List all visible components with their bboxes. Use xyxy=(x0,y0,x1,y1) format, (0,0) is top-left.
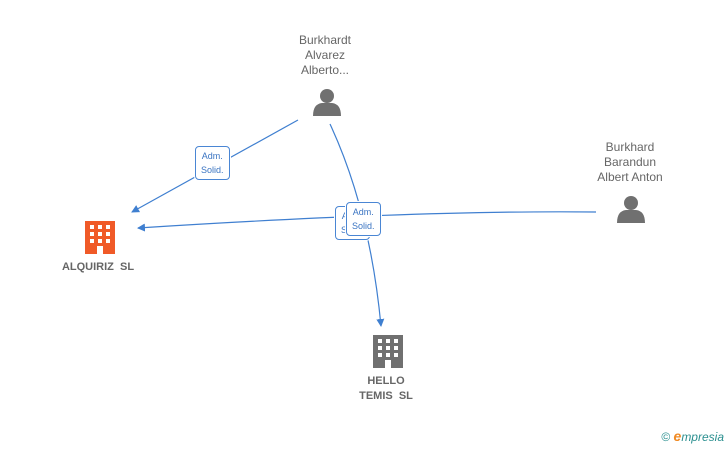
edge-barandun-to-alquiriz xyxy=(137,211,597,232)
brand-logo-text: mpresia xyxy=(681,430,724,444)
edge-label-line: Solid. xyxy=(352,221,375,231)
node-label-alquiriz[interactable]: ALQUIRIZ SL xyxy=(40,260,156,275)
building-icon[interactable] xyxy=(373,335,403,368)
copyright-symbol: © xyxy=(661,430,671,444)
node-label-line: Alvarez xyxy=(304,48,345,62)
node-label-line: Burkhardt xyxy=(298,33,352,47)
node-label-burkhard-barandun[interactable]: Burkhard Barandun Albert Anton xyxy=(580,140,680,185)
node-label-line: Burkhard xyxy=(605,140,655,154)
person-icon[interactable] xyxy=(617,196,645,223)
brand-logo-initial: e xyxy=(673,428,682,444)
node-label-line: ALQUIRIZ SL xyxy=(61,261,135,273)
edge-label-line: Adm. xyxy=(352,207,374,217)
person-icon[interactable] xyxy=(313,89,341,116)
brand-footer: © empresia xyxy=(661,428,724,444)
node-label-burkhardt-alvarez[interactable]: Burkhardt Alvarez Alberto... xyxy=(275,33,375,78)
node-label-line: HELLO xyxy=(367,375,405,387)
building-icon[interactable] xyxy=(85,221,115,254)
edge-label-line: Solid. xyxy=(201,165,224,175)
node-label-line: Alberto... xyxy=(300,63,350,77)
node-label-line: Barandun xyxy=(603,155,657,169)
node-label-hello-temis[interactable]: HELLO TEMIS SL xyxy=(336,374,436,404)
edge-label-line: Adm. xyxy=(201,151,223,161)
edge-label-adm-solid[interactable]: Adm. Solid. xyxy=(195,146,230,180)
node-label-line: Albert Anton xyxy=(597,170,663,184)
node-label-line: TEMIS SL xyxy=(359,390,413,402)
edge-label-adm-solid[interactable]: Adm. Solid. xyxy=(346,202,381,236)
